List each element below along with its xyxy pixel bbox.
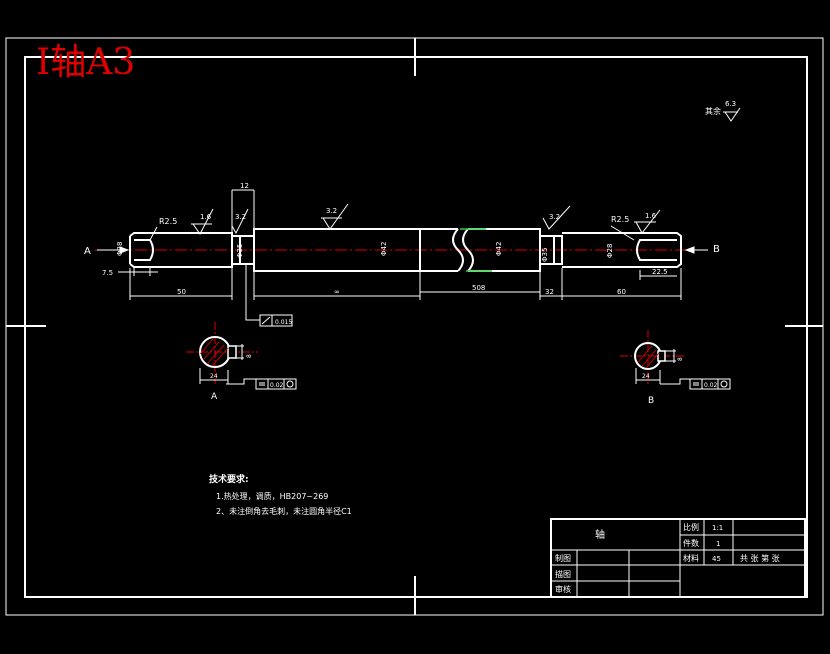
dim-right-radius: R2.5 — [611, 215, 629, 224]
arrow-a-label: A — [84, 246, 91, 257]
section-a-width: 8 — [246, 354, 253, 358]
section-b-tolerance: 0.02 — [704, 382, 718, 389]
dim-main-diameter-1: Φ42 — [380, 242, 388, 256]
arrow-b-label: B — [713, 244, 720, 255]
inner-frame — [24, 56, 808, 598]
roughness-32-c: 3.2 — [549, 213, 560, 221]
section-a — [186, 322, 297, 390]
roughness-left-16: 1.6 — [200, 213, 212, 221]
runout-tolerance: 0.015 — [275, 319, 292, 326]
dim-mid-length: 508 — [472, 284, 485, 292]
radius-leaders — [149, 225, 635, 241]
break-marks — [460, 228, 492, 272]
shaft-outline — [129, 228, 682, 272]
general-roughness-value: 6.3 — [725, 100, 736, 108]
dim-left-chamfer: 7.5 — [102, 269, 113, 277]
dim-right-length: 60 — [617, 288, 626, 296]
dim-step-right-diameter: Φ35 — [541, 248, 549, 262]
title-scale-label: 比例 — [683, 522, 699, 532]
roughness-right-16: 1.6 — [645, 212, 657, 220]
drawing-title: Ⅰ轴A3 — [36, 42, 135, 83]
roughness-32-a: 3.2 — [235, 213, 246, 221]
title-sheet-info: 共 张 第 张 — [740, 553, 780, 563]
dim-step-left-diameter: Φ35 — [236, 244, 244, 258]
section-arrows — [97, 246, 708, 254]
dim-left-diameter: Φ28 — [116, 242, 124, 256]
title-block — [550, 518, 806, 598]
roughness-32-b: 3.2 — [326, 207, 337, 215]
dim-left-length: 50 — [177, 288, 186, 296]
section-a-tolerance: 0.02 — [270, 382, 284, 389]
section-b-width: 8 — [677, 357, 684, 361]
roughness-symbols — [191, 203, 661, 235]
dim-right-step-length: 32 — [545, 288, 554, 296]
dim-mid-length-symbol: ∞ — [334, 288, 340, 296]
section-b-depth: 24 — [642, 373, 650, 380]
title-drawn-label: 制图 — [555, 553, 571, 563]
section-a-depth: 24 — [210, 373, 218, 380]
title-scale-value: 1:1 — [712, 524, 723, 532]
dim-right-diameter: Φ28 — [606, 244, 614, 258]
section-a-label: A — [211, 392, 218, 402]
title-material-value: 45 — [712, 555, 721, 563]
title-check-label: 审核 — [555, 584, 571, 594]
dim-right-key-length: 22.5 — [652, 268, 668, 276]
general-roughness-symbol — [723, 107, 741, 122]
section-b-label: B — [648, 396, 654, 406]
section-b — [620, 330, 731, 390]
title-qty-label: 件数 — [683, 538, 699, 548]
dim-main-diameter-2: Φ42 — [495, 242, 503, 256]
dim-key-left: 12 — [240, 182, 249, 190]
notes-line-1: 1.热处理，调质，HB207~269 — [216, 491, 328, 501]
general-roughness-label: 其余 — [705, 106, 721, 116]
notes-heading: 技术要求: — [209, 473, 249, 485]
centering-marks — [6, 38, 823, 615]
title-qty-value: 1 — [716, 540, 720, 548]
title-material-label: 材料 — [683, 553, 699, 563]
title-part-name: 轴 — [595, 528, 605, 541]
notes-line-2: 2、未注倒角去毛刺，未注圆角半径C1 — [216, 506, 352, 516]
dimension-lines — [118, 189, 682, 300]
outer-frame — [5, 37, 824, 616]
title-design-label: 描图 — [555, 569, 571, 579]
runout-leader — [245, 264, 293, 327]
dim-left-radius: R2.5 — [159, 217, 177, 226]
